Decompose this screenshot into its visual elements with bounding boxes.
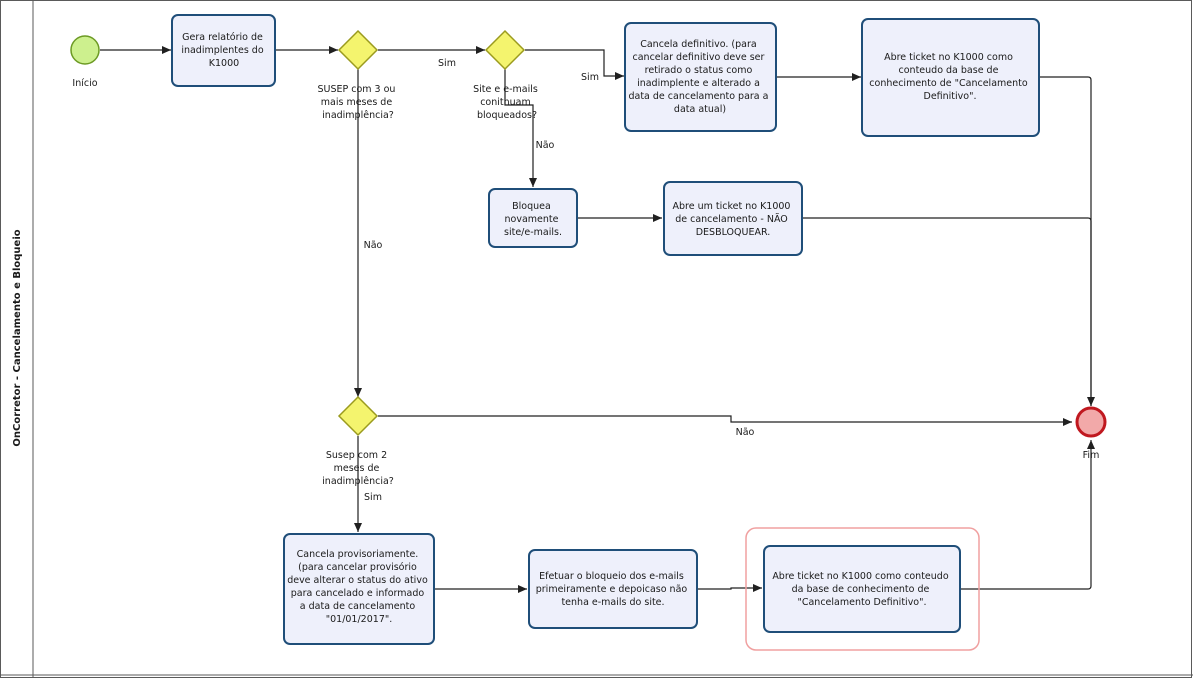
gateway-susep3-label-line: mais meses de	[321, 97, 393, 108]
task-gera-relatorio[interactable]	[171, 14, 276, 87]
flow-susep2-nao-to-fim	[378, 415, 1072, 426]
task-label-line: a data de cancelamento	[300, 601, 416, 612]
flow-ticket-to-fim	[1040, 76, 1095, 406]
task-label-line: da base de conhecimento de	[792, 584, 930, 595]
task-cancela-provisorio-label: Cancela provisoriamente. (para cancelar …	[287, 549, 431, 625]
gateway-susep2-label-line: inadimplência?	[322, 476, 394, 487]
flow-ticket-cancel-to-fim	[803, 217, 1092, 406]
task-label-line: site/e-mails.	[504, 227, 562, 238]
task-label-line: Abre ticket no K1000 como	[884, 52, 1013, 63]
gateway-site-emails[interactable]	[484, 29, 526, 71]
task-efetuar-bloqueio-label: Efetuar o bloqueio dos e-mails primeiram…	[536, 571, 690, 608]
task-label-line: conteudo da base de	[899, 65, 999, 76]
highlight-frame	[745, 527, 980, 651]
task-label-line: Efetuar o bloqueio dos e-mails	[539, 571, 684, 582]
task-ticket-definitivo-2-label: Abre ticket no K1000 como conteudo da ba…	[772, 571, 951, 608]
sequence-flows	[100, 46, 1095, 593]
gateway-susep2-label-line: meses de	[334, 463, 380, 474]
task-label-line: primeiramente e depoicaso não	[536, 584, 688, 595]
task-label-line: novamente	[505, 214, 559, 225]
task-label-line: Cancela definitivo. (para	[640, 39, 757, 50]
gateway-susep3[interactable]	[337, 29, 379, 71]
flow-label-nao: Não	[536, 140, 555, 151]
end-event[interactable]	[1075, 406, 1107, 438]
task-ticket-cancelamento-label: Abre um ticket no K1000 de cancelamento …	[672, 201, 793, 238]
task-cancela-definitivo-label: Cancela definitivo. (para cancelar defin…	[628, 39, 771, 115]
flow-site-to-cancela-definitivo	[525, 49, 624, 80]
task-bloqueia[interactable]	[488, 188, 578, 248]
lane-title: OnCorretor - Cancelamento e Bloqueio	[12, 229, 23, 446]
gateway-site-emails-label-line: Site e e-mails	[473, 84, 538, 95]
flow-label-sim: Sim	[581, 72, 599, 83]
flow-label-sim: Sim	[438, 58, 456, 69]
task-label-line: Definitivo".	[924, 91, 977, 102]
task-label-line: deve alterar o status do ativo	[287, 575, 428, 586]
task-label-line: Abre um ticket no K1000	[672, 201, 790, 212]
task-label-line: cancelar definitivo deve ser	[633, 52, 765, 63]
task-label-line: DESBLOQUEAR.	[696, 227, 771, 238]
task-label-line: tenha e-mails do site.	[561, 597, 664, 608]
task-ticket-definitivo-2[interactable]	[763, 545, 961, 633]
task-label-line: inadimplente e alterado a	[637, 78, 760, 89]
task-ticket-definitivo[interactable]	[861, 18, 1040, 137]
flow-label-nao: Não	[364, 240, 383, 251]
flow-label-sim: Sim	[364, 492, 382, 503]
task-label-line: (para cancelar provisório	[298, 562, 417, 573]
task-label-line: Bloquea	[512, 201, 551, 212]
flow-ticket2-to-fim	[961, 440, 1095, 590]
end-event-label: Fim	[1083, 450, 1100, 461]
start-event-label: Início	[72, 78, 97, 89]
task-label-line: conhecimento de "Cancelamento	[869, 78, 1028, 89]
gateway-susep3-label: SUSEP com 3 ou mais meses de inadimplênc…	[317, 84, 398, 121]
gateway-susep3-label-line: SUSEP com 3 ou	[317, 84, 395, 95]
task-label-line: data atual)	[674, 104, 726, 115]
task-label-line: K1000	[209, 58, 239, 69]
flow-bloqueio-to-ticket2	[698, 584, 762, 592]
task-label-line: data de cancelamento para a	[628, 91, 768, 102]
gateway-site-emails-label-line: conitnuam	[480, 97, 531, 108]
task-cancela-definitivo[interactable]	[624, 22, 777, 132]
task-bloqueia-label: Bloquea novamente site/e-mails.	[504, 201, 562, 238]
task-label-line: Gera relatório de	[182, 32, 263, 43]
gateway-site-emails-label: Site e e-mails conitnuam bloqueados?	[473, 84, 541, 121]
task-label-line: "Cancelamento Definitivo".	[797, 597, 926, 608]
flow-site-nao-to-bloqueia	[504, 69, 537, 187]
task-label-line: de cancelamento - NÃO	[675, 214, 788, 225]
gateway-susep3-label-line: inadimplência?	[322, 110, 394, 121]
task-gera-relatorio-label: Gera relatório de inadimplentes do K1000	[181, 32, 266, 69]
task-label-line: Cancela provisoriamente.	[297, 549, 419, 560]
task-label-line: "01/01/2017".	[326, 614, 393, 625]
gateway-susep2-label: Susep com 2 meses de inadimplência?	[322, 450, 394, 487]
task-cancela-provisorio[interactable]	[283, 533, 435, 645]
task-ticket-cancelamento[interactable]	[663, 181, 803, 256]
task-label-line: Abre ticket no K1000 como conteudo	[772, 571, 949, 582]
task-label-line: retirado o status como	[645, 65, 753, 76]
gateway-susep2-label-line: Susep com 2	[326, 450, 387, 461]
gateway-susep2[interactable]	[337, 395, 379, 437]
flow-label-nao: Não	[736, 427, 755, 438]
task-label-line: para cancelado e informado	[291, 588, 425, 599]
task-efetuar-bloqueio[interactable]	[528, 549, 698, 629]
task-ticket-definitivo-label: Abre ticket no K1000 como conteudo da ba…	[869, 52, 1030, 102]
start-event[interactable]	[70, 35, 100, 65]
task-label-line: inadimplentes do	[181, 45, 264, 56]
gateway-site-emails-label-line: bloqueados?	[477, 110, 537, 121]
